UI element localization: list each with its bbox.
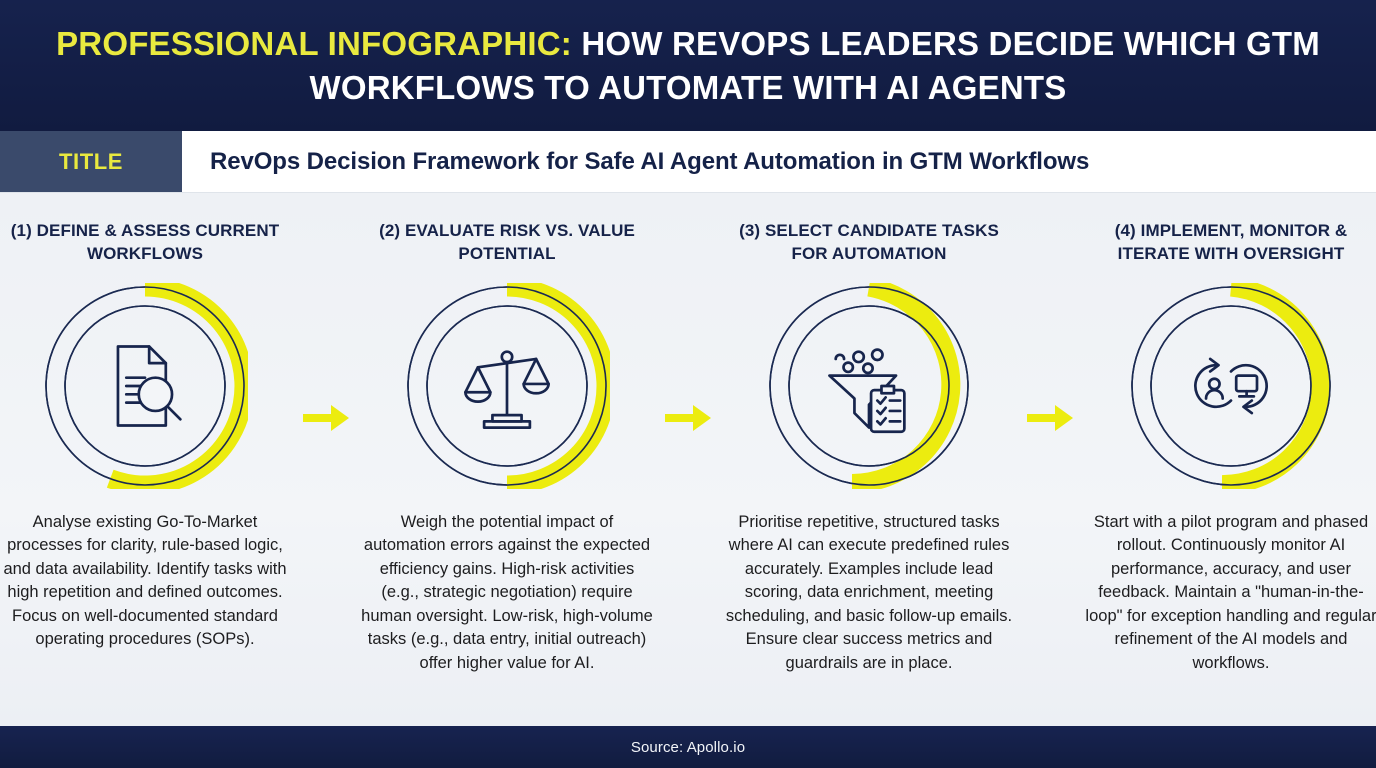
step-ring-1 (42, 283, 248, 489)
funnel-checklist-icon (817, 334, 921, 438)
header-banner: PROFESSIONAL INFOGRAPHIC: HOW REVOPS LEA… (0, 0, 1376, 131)
step-heading-2: (2) EVALUATE RISK VS. VALUE POTENTIAL (379, 221, 635, 264)
balance-scale-icon (455, 334, 559, 438)
page-title: RevOps Decision Framework for Safe AI Ag… (210, 147, 1090, 175)
arrow-connector-3 (1019, 219, 1081, 437)
progress-ring-icon (45, 283, 248, 489)
step-body-1: Analyse existing Go-To-Market processes … (3, 513, 287, 649)
progress-ring-icon (407, 283, 610, 489)
source-label: Source: Apollo.io (630, 738, 746, 756)
title-main: RevOps Decision Framework for Safe AI Ag… (182, 131, 1376, 192)
step-ring-2 (404, 283, 610, 489)
arrow-right-icon (1027, 405, 1073, 431)
header-title-accent: PROFESSIONAL INFOGRAPHIC: (56, 24, 572, 62)
progress-ring-icon (1131, 283, 1331, 489)
arrow-connector-1 (295, 219, 357, 437)
human-in-the-loop-cycle-icon (1179, 334, 1283, 438)
step-heading-3: (3) SELECT CANDIDATE TASKS FOR AUTOMATIO… (739, 221, 999, 264)
title-badge: TITLE (0, 131, 182, 192)
arrow-connector-2 (657, 219, 719, 437)
step-body-3: Prioritise repetitive, structured tasks … (725, 513, 1013, 672)
step-heading-1: (1) DEFINE & ASSESS CURRENT WORKFLOWS (10, 221, 280, 264)
step-ring-4 (1128, 283, 1334, 489)
title-badge-label: TITLE (58, 148, 124, 174)
header-title-rest: HOW REVOPS LEADERS DECIDE WHICH GTM WORK… (309, 24, 1320, 106)
footer-bar: Source: Apollo.io (0, 726, 1376, 768)
step-card-4: (4) IMPLEMENT, MONITOR & ITERATE WITH OV… (1081, 219, 1376, 675)
step-body-2: Weigh the potential impact of automation… (361, 513, 653, 672)
step-heading-4: (4) IMPLEMENT, MONITOR & ITERATE WITH OV… (1114, 221, 1348, 264)
progress-ring-icon (769, 283, 969, 489)
title-bar: TITLE RevOps Decision Framework for Safe… (0, 131, 1376, 193)
step-ring-3 (766, 283, 972, 489)
header-title: PROFESSIONAL INFOGRAPHIC: HOW REVOPS LEA… (40, 22, 1336, 109)
steps-container: (1) DEFINE & ASSESS CURRENT WORKFLOWS (0, 193, 1376, 726)
arrow-right-icon (665, 405, 711, 431)
step-card-1: (1) DEFINE & ASSESS CURRENT WORKFLOWS (0, 219, 295, 652)
step-body-4: Start with a pilot program and phased ro… (1085, 513, 1376, 672)
arrow-right-icon (303, 405, 349, 431)
step-card-2: (2) EVALUATE RISK VS. VALUE POTENTIAL (357, 219, 657, 675)
document-magnifier-icon (93, 334, 197, 438)
step-card-3: (3) SELECT CANDIDATE TASKS FOR AUTOMATIO… (719, 219, 1019, 675)
